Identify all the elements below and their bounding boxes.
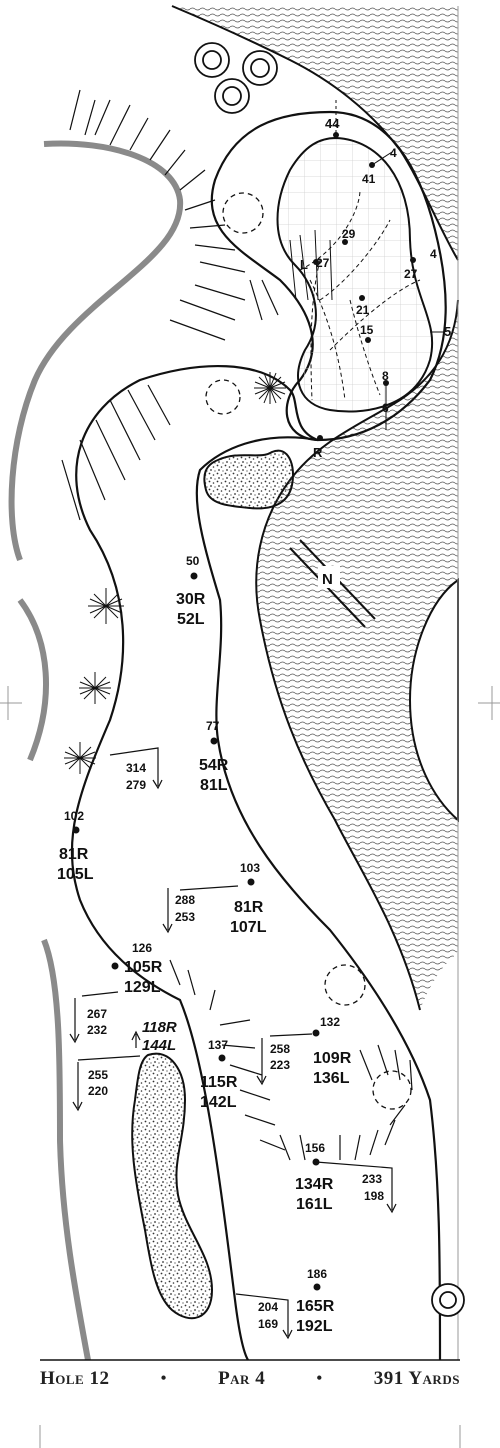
marker-l-81: 81L (200, 777, 228, 794)
footer-bullet-1: • (160, 1370, 167, 1387)
fairway-left-edge (70, 364, 319, 1361)
green-edge-27-right: 27 (404, 267, 418, 281)
marker-r-134: 134R (295, 1176, 334, 1193)
carry-223: 223 (270, 1058, 290, 1072)
marker-l-142: 142L (200, 1094, 237, 1111)
green-depth-27: 27 (316, 256, 330, 270)
carry-253: 253 (175, 910, 195, 924)
north-label: N (322, 571, 333, 588)
marker-dist-102: 102 (64, 809, 84, 823)
lake (256, 300, 458, 1010)
bunker-lower (131, 1052, 214, 1320)
hole-number-label: Hole 12 (40, 1368, 110, 1389)
fairway-points (72, 572, 321, 1291)
tree-icon (194, 42, 465, 1317)
carry-169: 169 (258, 1317, 278, 1331)
green-depth-21: 21 (356, 303, 370, 317)
carry-118r: 118R (142, 1019, 177, 1036)
marker-dist-156: 156 (305, 1141, 325, 1155)
hole-info-footer: Hole 12 • Par 4 • 391 Yards (40, 1360, 460, 1398)
marker-r-115: 115R (200, 1074, 238, 1091)
green-depth-15: 15 (360, 323, 374, 337)
green-edge-4-top: 4 (390, 146, 397, 160)
carry-204: 204 (258, 1300, 278, 1314)
marker-dist-137: 137 (208, 1038, 228, 1052)
cart-path-upper (8, 140, 184, 562)
dashed-tree-outlines (205, 192, 412, 1110)
green-surround (210, 110, 447, 442)
marker-dist-77: 77 (206, 719, 220, 733)
green-edge-5: 5 (444, 324, 451, 339)
marker-r-81b: 81R (234, 899, 264, 916)
water-edge-upper (171, 5, 459, 261)
green-edge-tick-4 (371, 151, 393, 166)
green (276, 136, 434, 413)
marker-l-52: 52L (177, 611, 205, 628)
marker-l-107: 107L (230, 919, 267, 936)
marker-r-81: 81R (59, 846, 89, 863)
green-depth-41: 41 (362, 172, 376, 186)
marker-r-105: 105R (124, 959, 163, 976)
marker-r-30: 30R (176, 591, 206, 608)
carry-198: 198 (364, 1189, 384, 1203)
water-hazard-upper (172, 6, 458, 260)
marker-r-54: 54R (199, 757, 229, 774)
green-front-label: R (313, 445, 323, 460)
yardage-label: 391 Yards (373, 1368, 460, 1389)
carry-258: 258 (270, 1042, 290, 1056)
green-depth-44: 44 (325, 116, 340, 131)
marker-l-105: 105L (57, 866, 94, 883)
par-label: Par 4 (218, 1368, 266, 1389)
carry-220: 220 (88, 1084, 108, 1098)
compass-north: N (289, 539, 376, 628)
lake-inner-cutout (408, 578, 459, 823)
marker-dist-186: 186 (307, 1267, 327, 1281)
crop-marks (0, 686, 500, 1448)
green-depth-6: 6 (382, 401, 389, 415)
carry-314: 314 (126, 761, 146, 775)
carry-144l: 144L (142, 1037, 176, 1054)
shrub-icon (64, 372, 286, 774)
carry-279: 279 (126, 778, 146, 792)
carry-232: 232 (87, 1023, 107, 1037)
footer-bullet-2: • (316, 1370, 323, 1387)
marker-l-129: 129L (124, 979, 161, 996)
marker-dist-103: 103 (240, 861, 260, 875)
marker-l-192: 192L (296, 1318, 333, 1335)
carry-255: 255 (88, 1068, 108, 1082)
marker-r-165: 165R (296, 1298, 335, 1315)
bunker-upper (203, 449, 294, 510)
green-depth-8: 8 (382, 369, 389, 383)
marker-dist-126: 126 (132, 941, 152, 955)
green-depth-29: 29 (342, 227, 356, 241)
cart-path-lower (41, 938, 91, 1361)
fairway-right-edge (195, 436, 442, 1361)
carry-288: 288 (175, 893, 195, 907)
slope-arrows-solid (289, 229, 333, 301)
rough-hatching (61, 89, 279, 521)
carry-267: 267 (87, 1007, 107, 1021)
cart-path-mid (17, 598, 50, 762)
green-left-label: L (300, 257, 308, 272)
green-edge-4-right: 4 (430, 247, 437, 261)
rough-hatching-lower (169, 959, 413, 1161)
carry-233: 233 (362, 1172, 382, 1186)
marker-r-109: 109R (313, 1050, 352, 1067)
carry-brackets (69, 747, 397, 1340)
marker-dist-50: 50 (186, 554, 200, 568)
marker-dist-132: 132 (320, 1015, 340, 1029)
marker-l-161: 161L (296, 1196, 333, 1213)
marker-l-136: 136L (313, 1070, 350, 1087)
